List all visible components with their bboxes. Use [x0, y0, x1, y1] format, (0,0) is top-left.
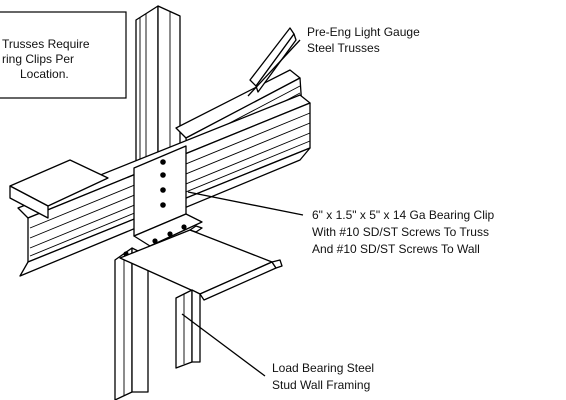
wall-leader [181, 313, 266, 377]
boxed-note-line-3: Location. [20, 67, 69, 81]
clip-leader [187, 191, 304, 216]
truss-vertical-web [135, 5, 181, 173]
lower-stud [114, 247, 149, 400]
leader-lines [181, 39, 304, 377]
clip-screw-1 [160, 159, 166, 165]
truss-callout-line-1: Pre-Eng Light Gauge [307, 25, 420, 39]
stud-wall-framing [175, 289, 201, 369]
wall-callout-line-1: Load Bearing Steel [272, 361, 374, 375]
clip-callout-line-2: With #10 SD/ST Screws To Truss [312, 225, 489, 239]
boxed-note-line-1: Trusses Require [2, 37, 90, 51]
clip-screw-7 [181, 224, 187, 230]
wall-top-track [119, 225, 283, 301]
truss-leader [247, 39, 301, 97]
truss-callout-line-2: Steel Trusses [307, 41, 380, 55]
clip-callout-line-3: And #10 SD/ST Screws To Wall [312, 242, 480, 256]
wall-callout: Load Bearing Steel Stud Wall Framing [272, 361, 374, 392]
top-track-block [9, 159, 109, 219]
clip-screw-5 [152, 238, 158, 244]
clip-screw-3 [160, 187, 166, 193]
bearing-clip [123, 145, 203, 257]
boxed-note: Trusses Require ring Clips Per Location. [0, 11, 127, 99]
boxed-note-line-2: ring Clips Per [2, 52, 74, 66]
clip-screw-4 [160, 202, 166, 208]
clip-callout: 6" x 1.5" x 5" x 14 Ga Bearing Clip With… [312, 208, 495, 256]
clip-screw-6 [167, 231, 173, 237]
wall-callout-line-2: Stud Wall Framing [272, 378, 370, 392]
boxed-note-frame [0, 11, 127, 99]
truss-callout: Pre-Eng Light Gauge Steel Trusses [307, 25, 420, 55]
clip-screw-2 [160, 172, 166, 178]
clip-callout-line-1: 6" x 1.5" x 5" x 14 Ga Bearing Clip [312, 208, 495, 222]
